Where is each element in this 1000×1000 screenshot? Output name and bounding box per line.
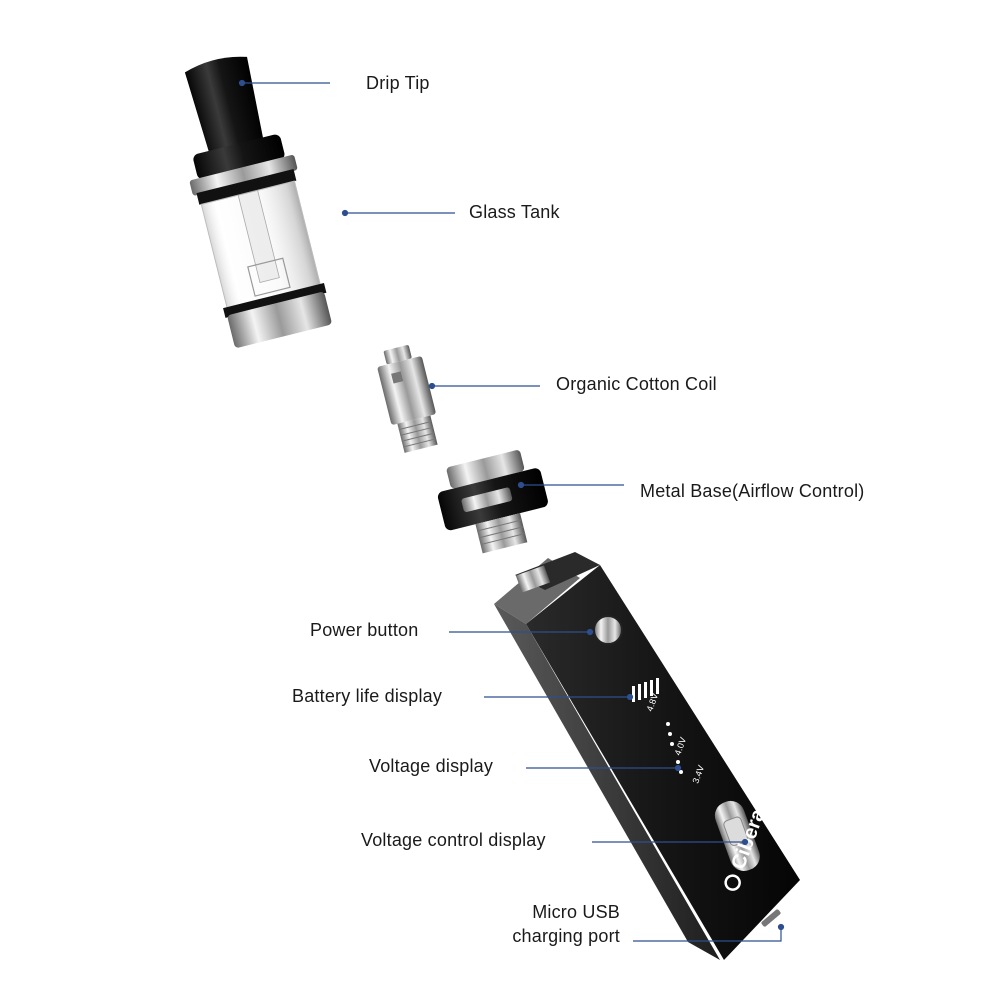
label-metal-base: Metal Base(Airflow Control) [640, 481, 865, 501]
base-posts [446, 450, 525, 489]
leader-dot-voltage-control [741, 838, 749, 846]
tank-bottom-ring [227, 292, 332, 348]
airflow-slot [461, 487, 513, 512]
power-button-shape [593, 615, 623, 645]
leader-dot-coil [428, 382, 436, 390]
metal-base [437, 450, 548, 554]
label-power-button: Power button [310, 620, 419, 640]
coil-thread [397, 415, 438, 453]
leader-lines [238, 79, 785, 942]
leader-dot-battery-life [626, 693, 634, 701]
label-battery-life-display: Battery life display [292, 686, 443, 706]
tank-assembly [184, 56, 332, 348]
usb-port-shape [761, 909, 781, 927]
chimney [237, 189, 280, 283]
voltage-dots [666, 722, 683, 774]
coil-top [383, 345, 412, 365]
label-glass-tank: Glass Tank [469, 202, 560, 222]
coil-window [247, 257, 291, 297]
base-510-connector [475, 513, 528, 554]
leader-dot-metal-base [517, 481, 525, 489]
voltage-slider [714, 800, 760, 871]
battery-top-port [515, 565, 551, 593]
leader-dot-power-button [586, 628, 594, 636]
battery-bars [632, 678, 659, 702]
battery-left-face [494, 604, 720, 960]
leader-dot-glass-tank [341, 209, 349, 217]
leader-dot-voltage-display [674, 764, 682, 772]
label-micro-usb: Micro USB charging port [470, 900, 620, 948]
label-drip-tip: Drip Tip [366, 73, 430, 93]
label-micro-usb-line1: Micro USB [532, 902, 620, 922]
label-organic-cotton-coil: Organic Cotton Coil [556, 374, 717, 394]
base-thread-lines [477, 519, 526, 546]
label-micro-usb-line2: charging port [512, 926, 620, 946]
label-voltage-display: Voltage display [369, 756, 494, 776]
leader-dot-drip-tip [238, 79, 246, 87]
label-voltage-control-display: Voltage control display [361, 830, 546, 850]
tank-bottom-seal [223, 282, 327, 318]
tank-top-cap [196, 168, 297, 205]
coil-hole [391, 371, 404, 384]
battery-body: Ciberate 4.8V 4.0V 3.4V [494, 552, 800, 960]
tank-top-ring [189, 155, 298, 196]
leader-usb [633, 927, 782, 942]
drip-tip-collar [193, 134, 285, 180]
leader-dot-usb [777, 923, 785, 931]
coil-thread-lines [398, 420, 437, 448]
coil-body [377, 356, 436, 425]
coil [377, 345, 438, 453]
